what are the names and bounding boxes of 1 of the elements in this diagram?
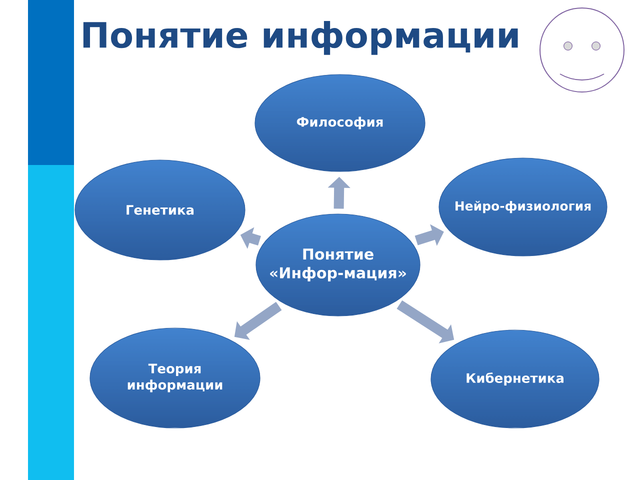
- title: Понятие информации: [83, 21, 518, 55]
